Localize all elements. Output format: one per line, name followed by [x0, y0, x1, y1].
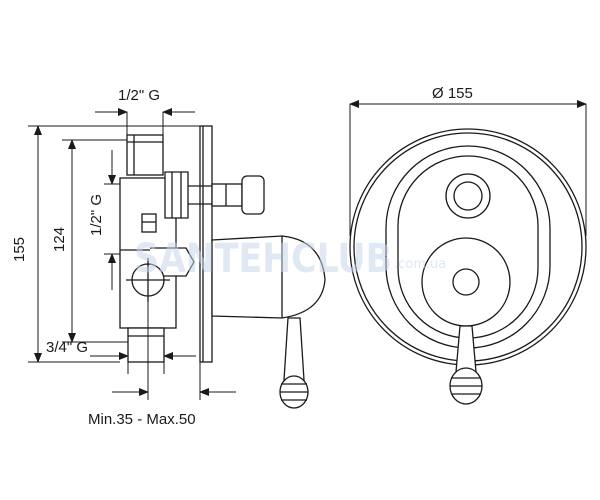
bottom-outlet	[127, 327, 165, 363]
bottom-thread-label: 3/4" G	[46, 339, 88, 356]
diverter-cartridge	[164, 171, 189, 219]
diameter-label: Ø 155	[432, 85, 473, 102]
side-thread-label: 1/2" G	[88, 194, 105, 236]
mixer-rosette-outer	[421, 237, 511, 327]
watermark-brand: SANTEHCLUB	[134, 236, 392, 282]
front-view	[349, 128, 587, 405]
watermark-domain: .com.ua	[394, 257, 446, 272]
lever-arm	[283, 317, 305, 381]
diverter-knob	[241, 175, 265, 215]
mixer-rosette-inner	[452, 268, 480, 296]
top-thread-label: 1/2" G	[118, 87, 160, 104]
side-view	[119, 125, 326, 409]
body-window	[141, 213, 157, 233]
side-dimensions	[28, 108, 236, 400]
oval-frame-outer	[385, 145, 551, 349]
depth-range-label: Min.35 - Max.50	[88, 411, 196, 428]
oval-frame-inner	[397, 155, 539, 339]
top-inlet	[126, 134, 164, 176]
mixer-hex	[150, 247, 195, 277]
diverter-knob-front-inner	[453, 181, 483, 211]
lever-housing	[211, 235, 326, 319]
front-lever-arm	[455, 325, 477, 373]
height-total-label: 155	[11, 237, 28, 262]
diverter-stem	[211, 183, 243, 207]
diverter-knob-front-outer	[445, 173, 491, 219]
front-dimensions	[349, 100, 587, 236]
height-inner-label: 124	[51, 227, 68, 252]
